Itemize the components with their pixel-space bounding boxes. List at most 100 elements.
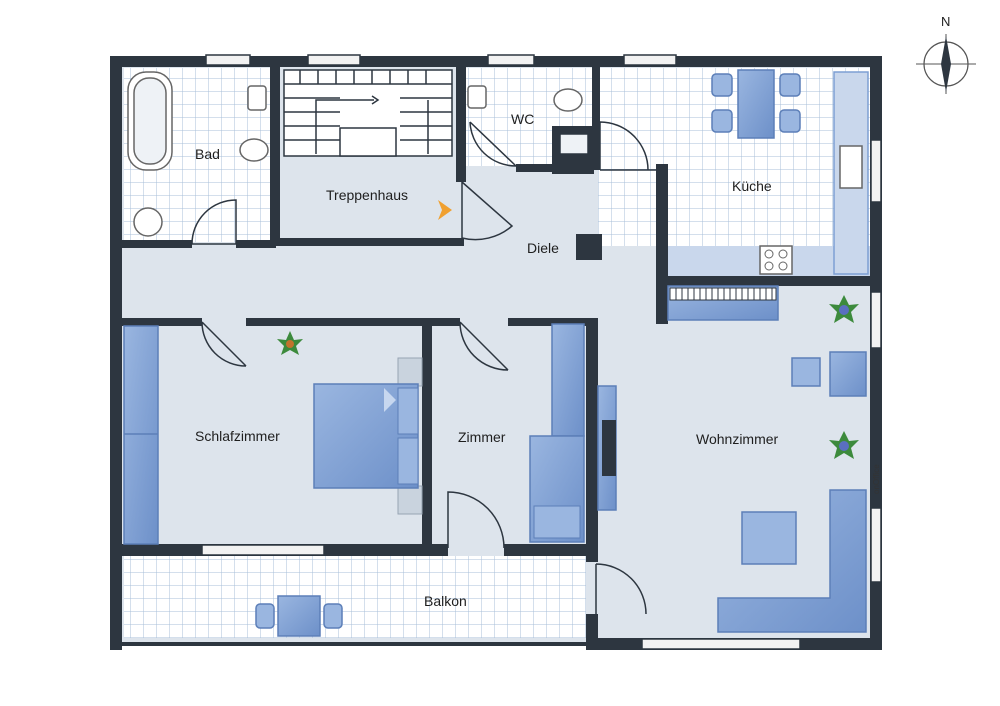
door-balkon-wohn [595, 563, 647, 615]
stairs-arrow [315, 95, 429, 154]
bad-toilet [239, 138, 269, 162]
compass: N [916, 14, 976, 94]
balkon-chair-right [323, 603, 343, 629]
floor-balkon-tiles [124, 556, 586, 638]
wardrobe [123, 325, 159, 545]
wohnzimmer-furniture [597, 351, 867, 633]
bad-fixtures [127, 71, 269, 237]
windows [201, 54, 882, 650]
wall-balkon-top-b [504, 544, 598, 556]
zimmer-pillow [533, 505, 581, 539]
pillow-1 [397, 387, 419, 435]
wall-treppe-right [456, 62, 466, 182]
kitchen-furniture [711, 69, 869, 275]
stove-burners [764, 249, 788, 271]
outer-wall-left [110, 56, 122, 650]
plants [277, 295, 859, 459]
door-kueche [599, 121, 656, 171]
stair-marker-icon [438, 200, 452, 220]
bed-blanket [384, 388, 396, 412]
armchair [829, 351, 867, 397]
kitchen-table [737, 69, 775, 139]
wall-schlaf-top-a [118, 318, 202, 326]
window-wohn-right-bottom [870, 507, 882, 583]
compass-needle-icon [941, 36, 951, 92]
window-wohn-bottom [641, 638, 801, 650]
outer-wall-right [870, 56, 882, 650]
balkon-table [277, 595, 321, 637]
wall-treppe-bottom [276, 238, 464, 246]
zimmer-wardrobe [551, 323, 585, 437]
door-balkon-zimmer [447, 491, 505, 549]
wall-schlaf-zimmer [422, 318, 432, 554]
plant-icon [829, 431, 859, 459]
wall-kitchen-left [592, 62, 600, 170]
compass-north-label: N [941, 14, 950, 29]
bad-sink [247, 85, 267, 111]
balcony-edge [110, 642, 590, 646]
kitchen-chairs [711, 73, 801, 133]
wall-bad-bottom-b [236, 240, 276, 248]
side-table [791, 357, 821, 387]
nightstand-top [397, 357, 423, 387]
balkon-chair-left [255, 603, 275, 629]
room-label-kueche: Küche [732, 178, 772, 194]
window-kueche-top [623, 54, 677, 66]
coffee-table [741, 511, 797, 565]
room-label-balkon: Balkon [424, 593, 467, 609]
nightstand-bottom [397, 485, 423, 515]
schlafzimmer-furniture [123, 325, 423, 545]
wall-wc-bottom [516, 164, 556, 172]
window-kueche-right [870, 139, 882, 203]
wall-kitchen-divider [656, 164, 668, 324]
room-label-wohnzimmer: Wohnzimmer [696, 431, 779, 447]
wall-kitchen-bottom [656, 276, 878, 286]
plant-icon [277, 331, 303, 355]
radiator-fins [675, 288, 773, 300]
door-schlaf [201, 321, 247, 367]
wc-toilet [553, 88, 583, 112]
wc-fixtures [467, 85, 589, 155]
doors [191, 121, 656, 615]
pillow-2 [397, 437, 419, 485]
room-labels: Bad Treppenhaus WC Küche Diele Schlafzim… [195, 111, 779, 609]
corner-sofa [717, 489, 867, 633]
diele-pillar [576, 234, 602, 260]
window-treppe [307, 54, 361, 66]
bathtub-inner [133, 77, 167, 165]
wall-schlaf-top-b [246, 318, 460, 326]
tv [602, 420, 616, 476]
room-label-treppenhaus: Treppenhaus [326, 187, 408, 203]
wall-bad-right [270, 62, 280, 244]
stairs-landing [339, 127, 397, 157]
radiator [669, 287, 777, 301]
balkon-furniture [255, 595, 343, 637]
door-wc [469, 121, 517, 167]
floor-kueche-tiles [598, 68, 870, 246]
wall-bad-bottom-a [118, 240, 192, 248]
shower-drain [133, 207, 163, 237]
kitchen-stove [759, 245, 793, 275]
wc-sink [467, 85, 487, 109]
door-zimmer [459, 321, 509, 371]
room-label-wc: WC [511, 111, 534, 127]
window-bad [205, 54, 251, 66]
brand-logo: onOffice [872, 464, 881, 494]
wall-zimmer-top [508, 318, 598, 326]
kitchen-sink [839, 145, 863, 189]
room-label-schlafzimmer: Schlafzimmer [195, 428, 280, 444]
stove-block [559, 133, 589, 155]
wall-zimmer-right [586, 318, 598, 562]
window-schlaf-bottom [201, 544, 325, 556]
zimmer-furniture [529, 323, 585, 543]
room-label-zimmer: Zimmer [458, 429, 506, 445]
staircase [283, 69, 453, 220]
stairs-steps [284, 70, 452, 141]
plant-icon [829, 295, 859, 323]
door-bad [191, 199, 237, 245]
window-wc [487, 54, 535, 66]
radiator-bench [667, 285, 779, 321]
wall-living-lower [586, 614, 598, 648]
door-treppe [461, 181, 514, 241]
